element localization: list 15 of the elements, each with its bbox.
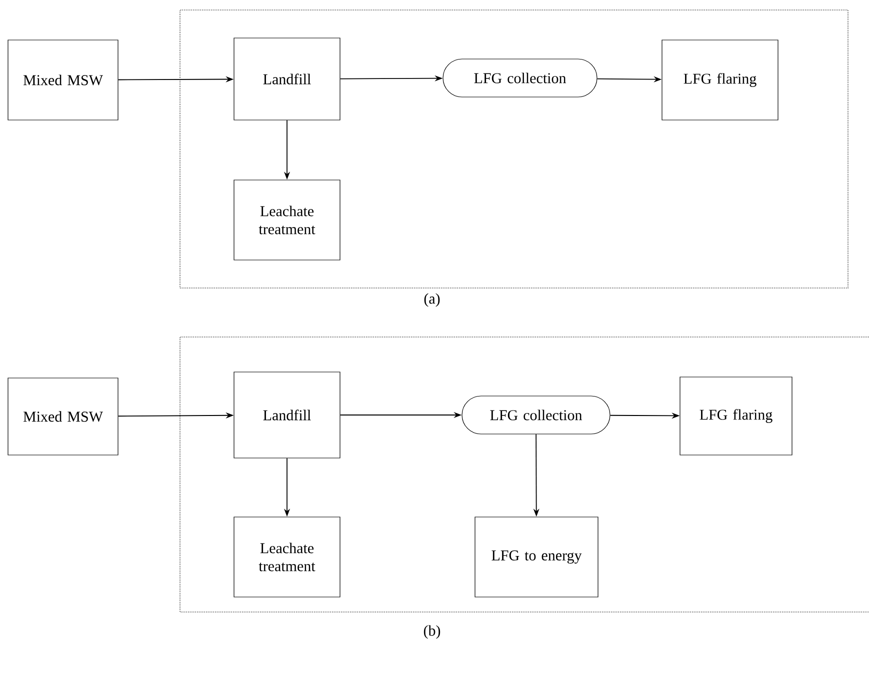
process-box: LFG flaring	[662, 40, 778, 120]
panel-caption: (a)	[424, 293, 440, 307]
process-box: Mixed MSW	[8, 40, 118, 120]
process-box: Mixed MSW	[8, 378, 118, 456]
dotted-frame	[180, 336, 869, 612]
process-box: Leachate treatment	[234, 516, 340, 598]
dotted-frame	[180, 10, 848, 288]
process-box: LFG flaring	[680, 376, 792, 456]
rounded-process-box: LFG collection	[462, 396, 610, 434]
process-box: Landfill	[234, 372, 340, 458]
panel-caption: (b)	[424, 625, 440, 639]
process-box: Landfill	[234, 38, 340, 120]
process-box: LFG to energy	[474, 516, 598, 598]
rounded-process-box: LFG collection	[442, 58, 598, 98]
process-box: Leachate treatment	[234, 180, 340, 260]
